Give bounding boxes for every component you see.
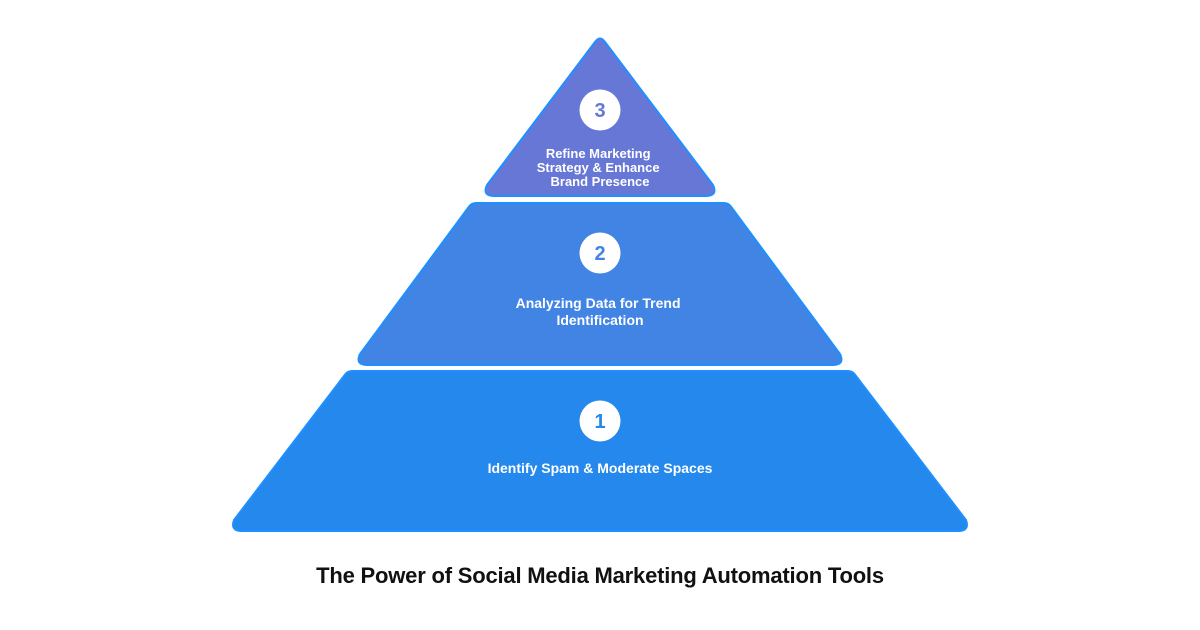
level-2-label-line-2: Identification [556, 312, 643, 328]
level-1-label: Identify Spam & Moderate Spaces [488, 460, 713, 476]
pyramid-level-2: 2 Analyzing Data for Trend Identificatio… [357, 202, 843, 366]
level-3-label-line-1: Refine Marketing [546, 146, 651, 161]
level-3-number: 3 [594, 100, 605, 122]
pyramid-level-2-shape [357, 202, 843, 366]
level-2-number: 2 [594, 243, 605, 265]
level-3-label-line-3: Brand Presence [551, 174, 650, 189]
level-3-label-line-2: Strategy & Enhance [537, 160, 660, 175]
pyramid-level-3: 3 Refine Marketing Strategy & Enhance Br… [484, 37, 716, 197]
level-2-label-line-1: Analyzing Data for Trend [516, 295, 681, 311]
level-3-number-badge [579, 89, 621, 131]
pyramid-level-1: 1 Identify Spam & Moderate Spaces [232, 370, 968, 532]
diagram-title: The Power of Social Media Marketing Auto… [316, 563, 884, 588]
level-1-label-line-1: Identify Spam & Moderate Spaces [488, 460, 713, 476]
level-2-label: Analyzing Data for Trend Identification [516, 295, 685, 328]
level-3-label: Refine Marketing Strategy & Enhance Bran… [537, 146, 663, 189]
pyramid-level-1-shape [232, 370, 968, 532]
level-2-number-badge [579, 232, 621, 274]
level-1-number-badge [579, 400, 621, 442]
level-1-number: 1 [594, 411, 605, 433]
